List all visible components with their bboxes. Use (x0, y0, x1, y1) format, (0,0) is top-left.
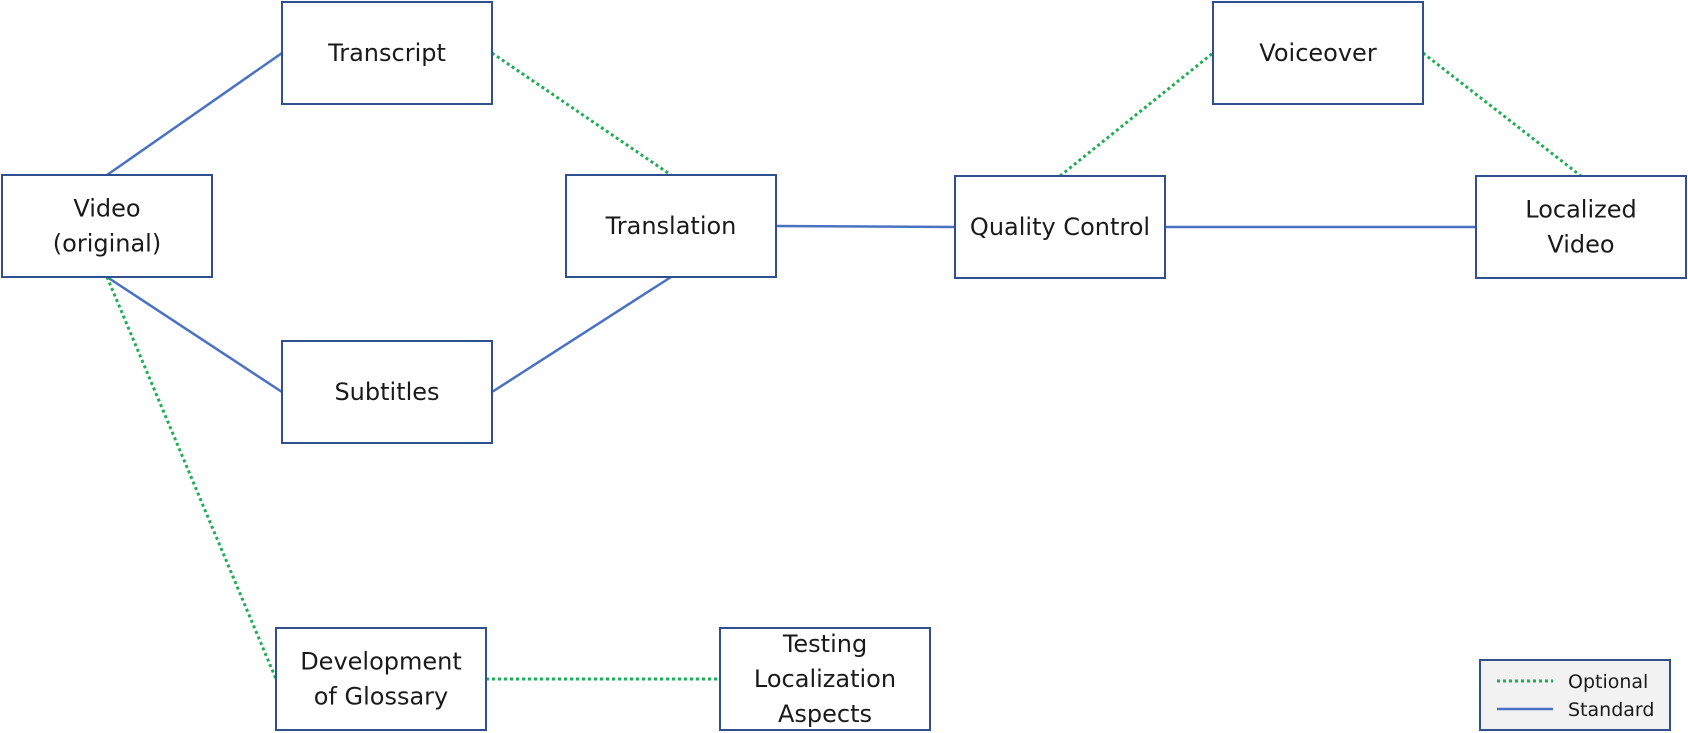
node-label-testing: Aspects (778, 700, 872, 728)
legend: Optional Standard (1479, 659, 1671, 731)
edge-video-to-glossary (105, 276, 278, 680)
node-video: Video (original) (1, 174, 213, 278)
node-label-quality: Quality Control (970, 213, 1150, 241)
node-box-voiceover (1212, 1, 1424, 105)
node-label-subtitles: Subtitles (334, 378, 439, 406)
node-translation: Translation (565, 174, 777, 278)
node-label-voiceover: Voiceover (1259, 39, 1377, 67)
legend-box (1479, 659, 1671, 731)
edge-subtitles-to-translation (491, 275, 672, 394)
legend-optional-label: Optional (1568, 671, 1648, 693)
node-label-glossary: of Glossary (314, 683, 449, 711)
node-label-transcript: Transcript (327, 39, 446, 67)
edge-video-to-transcript (106, 51, 283, 177)
node-label-testing: Localization (754, 665, 896, 693)
node-box-translation (565, 174, 777, 278)
edge-quality-to-voiceover (1059, 51, 1214, 178)
node-box-localized (1475, 175, 1687, 279)
node-voiceover: Voiceover (1212, 1, 1424, 105)
edge-transcript-to-translation (491, 51, 672, 177)
node-label-translation: Translation (605, 212, 737, 240)
node-subtitles: Subtitles (281, 340, 493, 444)
node-box-glossary (275, 627, 487, 731)
edge-voiceover-to-localized (1422, 51, 1582, 178)
node-box-transcript (281, 1, 493, 105)
node-box-video (1, 174, 213, 278)
node-glossary: Development of Glossary (275, 627, 487, 731)
node-label-video: (original) (53, 230, 161, 258)
node-label-localized: Video (1547, 231, 1614, 259)
edges-layer (105, 51, 1582, 681)
node-label-video: Video (73, 195, 140, 223)
legend-standard-label: Standard (1568, 699, 1654, 721)
edge-translation-to-quality (775, 224, 956, 229)
node-box-quality (954, 175, 1166, 279)
node-box-testing (719, 627, 931, 731)
node-label-glossary: Development (300, 648, 462, 676)
node-label-localized: Localized (1525, 196, 1636, 224)
edge-video-to-subtitles (106, 275, 283, 394)
node-label-testing: Testing (782, 630, 867, 658)
node-box-subtitles (281, 340, 493, 444)
node-transcript: Transcript (281, 1, 493, 105)
node-quality: Quality Control (954, 175, 1166, 279)
